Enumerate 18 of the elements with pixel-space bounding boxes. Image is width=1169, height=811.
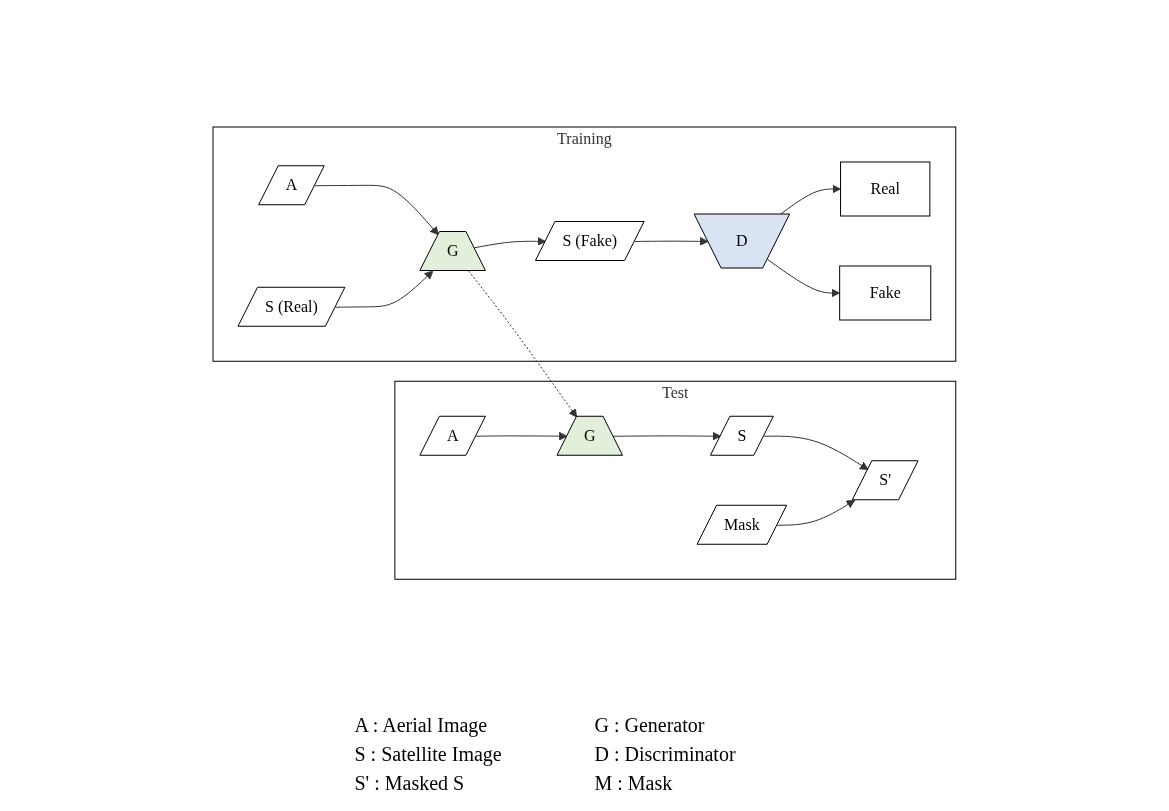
legend-text: S : Satellite Image: [354, 743, 503, 766]
arrow: [777, 499, 856, 526]
arrow: [473, 236, 547, 249]
arrow: [767, 258, 841, 298]
legend-text: S' : Masked S: [354, 772, 466, 795]
arrow: [634, 236, 709, 246]
node-box: Real: [840, 161, 931, 217]
legend-text: G : Generator: [594, 714, 706, 737]
node-box: Fake: [839, 265, 932, 321]
legend-text: A : Aerial Image: [354, 714, 489, 737]
arrow: [475, 431, 568, 441]
arrow: [612, 431, 722, 441]
arrow: [335, 270, 434, 308]
legend-text: M : Mask: [594, 772, 674, 795]
arrow: [763, 435, 869, 470]
legend-text: D : Discriminator: [594, 743, 737, 766]
arrow: [468, 270, 578, 418]
arrow: [314, 184, 439, 236]
